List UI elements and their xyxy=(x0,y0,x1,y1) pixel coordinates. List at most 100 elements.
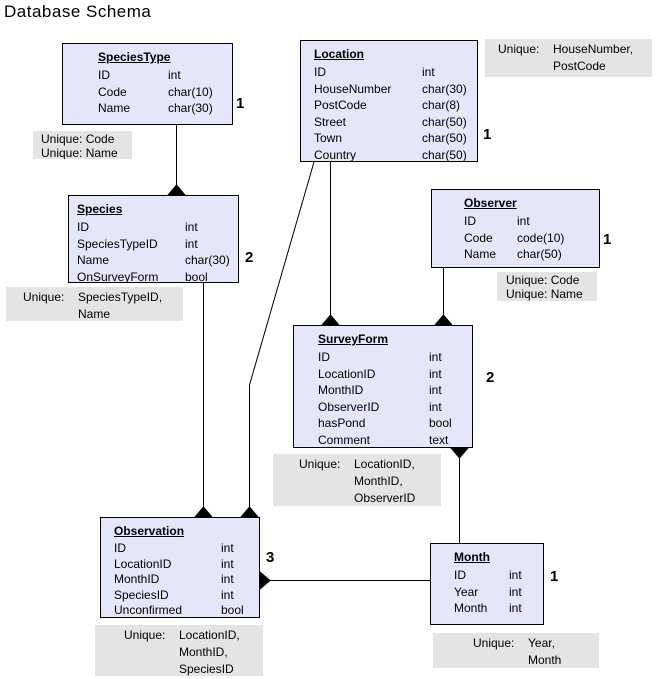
field-type: char(50) xyxy=(422,147,467,162)
note-label: Unique: xyxy=(473,636,515,650)
note-month-unique: Unique: Year, Month xyxy=(433,633,599,668)
field-name: ID xyxy=(318,350,330,364)
field-type: int xyxy=(509,568,522,582)
many-end-arrow xyxy=(239,506,260,518)
field-row: Unconfirmed bool xyxy=(101,603,259,617)
note-line: LocationID, xyxy=(179,628,240,642)
field-name: Name xyxy=(464,247,497,261)
field-type: bool xyxy=(221,603,244,617)
many-end-arrow xyxy=(166,184,187,196)
field-row: Code code(10) xyxy=(432,230,599,247)
note-line: Name xyxy=(78,307,111,321)
note-label: Unique: xyxy=(299,457,341,471)
field-type: int xyxy=(185,236,198,251)
note-label: Unique: xyxy=(498,42,540,56)
many-end-arrow xyxy=(320,314,341,326)
field-type: int xyxy=(221,556,234,571)
field-name: hasPond xyxy=(318,416,366,430)
field-type: int xyxy=(509,584,522,599)
field-row: Name char(30) xyxy=(69,252,238,269)
field-type: int xyxy=(517,214,530,228)
field-name: MonthID xyxy=(114,572,160,586)
note-line: SpeciesTypeID, xyxy=(78,290,163,304)
field-type: char(50) xyxy=(422,131,467,145)
field-type: char(30) xyxy=(168,101,213,115)
note-line: HouseNumber, xyxy=(553,42,634,56)
note-line: Year, xyxy=(528,636,555,650)
cardinality-badge-month: 1 xyxy=(550,568,559,585)
field-row: ID int xyxy=(294,349,472,366)
note-speciestype-unique: Unique: Code Unique: Name xyxy=(33,131,132,159)
field-type: char(50) xyxy=(422,114,467,129)
field-name: ID xyxy=(114,541,126,555)
note-label: Unique: xyxy=(124,628,166,642)
field-name: Year xyxy=(454,584,479,599)
entity-title: SpeciesType xyxy=(98,50,171,64)
field-name: Unconfirmed xyxy=(114,603,183,617)
connector-observer-surveyform xyxy=(433,268,454,326)
many-end-arrow xyxy=(193,506,214,518)
note-species-unique: Unique: SpeciesTypeID, Name xyxy=(6,287,183,321)
entity-title: Observer xyxy=(464,196,517,210)
note-label: Unique: xyxy=(23,290,65,304)
field-type: int xyxy=(185,220,198,234)
cardinality-badge-species: 2 xyxy=(245,249,254,266)
note-line: LocationID, xyxy=(354,457,415,471)
note-location-unique: Unique: HouseNumber, PostCode xyxy=(485,39,652,77)
field-row: Name char(50) xyxy=(432,246,599,263)
field-name: HouseNumber xyxy=(314,81,392,96)
note-values: SpeciesTypeID, Name xyxy=(78,289,162,321)
many-end-arrow xyxy=(449,447,470,459)
connector-species-observation xyxy=(193,283,214,518)
cardinality-badge-observation: 3 xyxy=(266,549,275,566)
cardinality-badge-speciestype: 1 xyxy=(236,95,245,112)
field-type: int xyxy=(221,541,234,555)
many-end-arrow xyxy=(259,570,271,591)
field-name: OnSurveyForm xyxy=(77,269,159,283)
field-name: Code xyxy=(464,230,493,245)
field-type: char(50) xyxy=(517,247,562,261)
field-name: Name xyxy=(77,253,110,267)
field-name: LocationID xyxy=(114,556,172,571)
field-name: ID xyxy=(98,68,110,82)
note-line: PostCode xyxy=(553,59,606,73)
field-type: int xyxy=(429,366,442,381)
connector-location-surveyform xyxy=(320,162,341,326)
field-name: Code xyxy=(98,84,127,99)
field-name: ObserverID xyxy=(318,399,380,414)
field-name: ID xyxy=(314,65,326,79)
note-line: Unique: Name xyxy=(41,146,118,159)
field-name: ID xyxy=(77,220,89,234)
note-values: HouseNumber, PostCode xyxy=(553,41,633,77)
cardinality-badge-surveyform: 2 xyxy=(486,369,495,386)
field-row: LocationID int xyxy=(101,557,259,573)
field-type: int xyxy=(509,601,522,615)
field-name: Country xyxy=(314,147,357,162)
field-row: hasPond bool xyxy=(294,415,472,432)
note-values: LocationID, MonthID, SpeciesID xyxy=(179,627,240,676)
field-type: int xyxy=(429,350,442,364)
field-row: Year int xyxy=(431,584,543,601)
field-type: char(30) xyxy=(185,253,230,267)
cardinality-badge-observer: 1 xyxy=(603,231,612,248)
entity-title: Location xyxy=(314,47,364,61)
entity-title: SurveyForm xyxy=(318,332,389,346)
field-type: bool xyxy=(429,416,452,430)
field-name: ID xyxy=(464,214,476,228)
field-type: code(10) xyxy=(517,230,565,245)
